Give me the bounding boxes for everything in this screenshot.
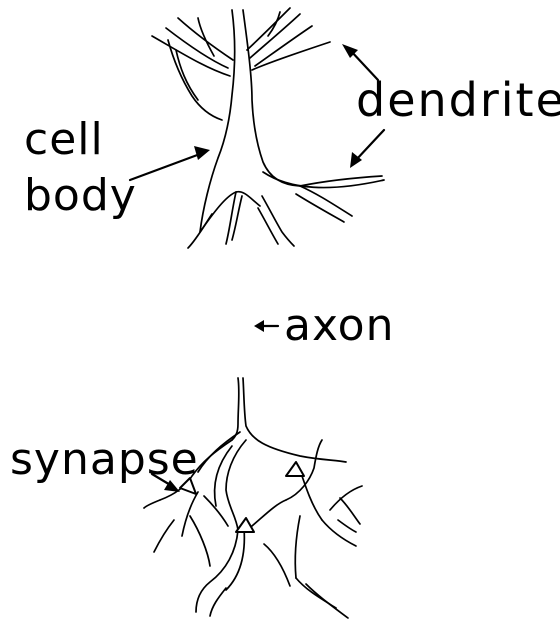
- synapse-terminal-2: [286, 462, 304, 476]
- synapse-label: synapse: [10, 434, 199, 485]
- dendrites-arrow-lower: [350, 130, 384, 168]
- axon-terminals: [144, 378, 362, 618]
- synapse-terminal-3: [236, 518, 254, 532]
- cell-body-label-line1: cell: [24, 114, 104, 165]
- cell-body-label-line2: body: [24, 170, 137, 221]
- axon-arrow: [254, 320, 278, 332]
- dendrites-label: dendrites: [356, 73, 560, 127]
- cell-body-arrow: [130, 146, 210, 180]
- dendritic-tree: [152, 8, 384, 248]
- axon-label: axon: [284, 300, 394, 351]
